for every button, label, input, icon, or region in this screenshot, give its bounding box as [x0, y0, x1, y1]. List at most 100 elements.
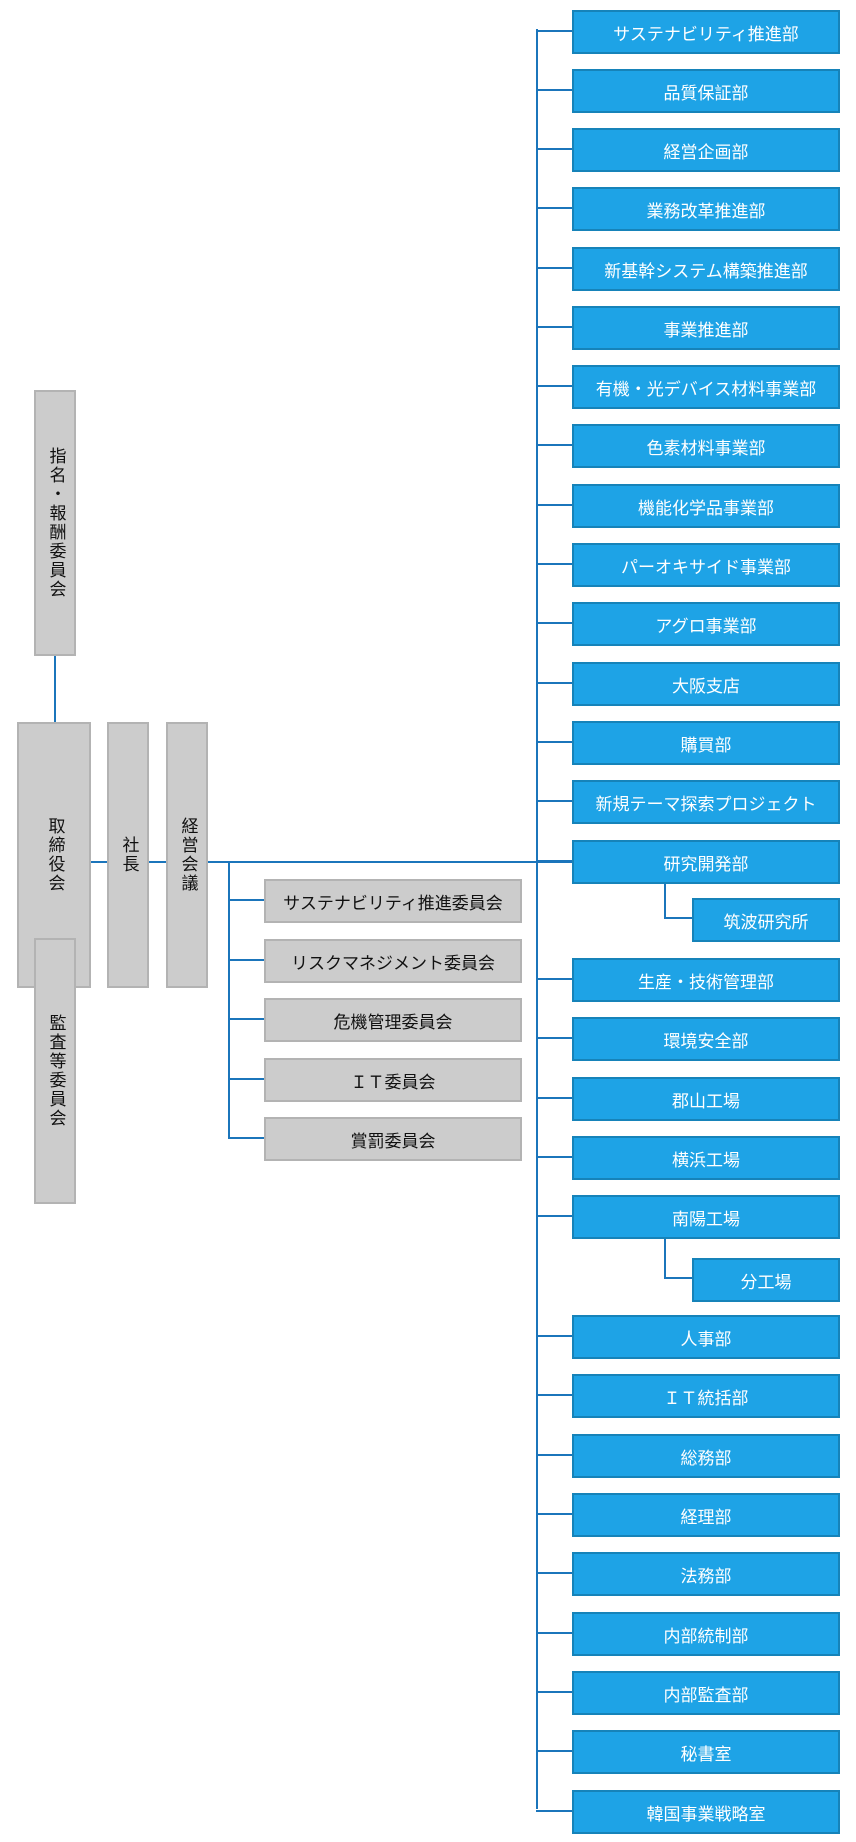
department-box: 有機・光デバイス材料事業部: [572, 365, 840, 409]
department-box: サステナビリティ推進部: [572, 10, 840, 54]
dept-trunk: [536, 29, 538, 1809]
committee-label: 賞罰委員会: [350, 1131, 436, 1152]
dept-connector: [536, 622, 572, 624]
department-box: 新基幹システム構築推進部: [572, 247, 840, 291]
department-label: 南陽工場: [672, 1209, 740, 1230]
research-sub-vertical: [664, 882, 666, 918]
dept-connector: [536, 504, 572, 506]
dept-connector: [536, 682, 572, 684]
president: 社長: [107, 722, 149, 988]
department-label: 経理部: [680, 1507, 732, 1528]
department-box: 経営企画部: [572, 128, 840, 172]
connector-board-president: [90, 861, 108, 863]
dept-connector: [536, 1513, 572, 1515]
committee-label: ＩＴ委員会: [350, 1072, 436, 1093]
department-label: 業務改革推進部: [646, 201, 766, 222]
dept-connector: [536, 1156, 572, 1158]
department-box: 人事部: [572, 1315, 840, 1359]
committee-connector: [228, 1137, 264, 1139]
department-label: 研究開発部: [663, 854, 749, 875]
department-box: 機能化学品事業部: [572, 484, 840, 528]
committee-connector: [228, 899, 264, 901]
department-box: 内部監査部: [572, 1671, 840, 1715]
dept-connector: [536, 563, 572, 565]
department-label: 経営企画部: [663, 142, 749, 163]
department-label: 色素材料事業部: [646, 438, 766, 459]
committee-trunk: [228, 862, 230, 1138]
department-label: 人事部: [680, 1329, 732, 1350]
department-box: 韓国事業戦略室: [572, 1790, 840, 1834]
department-label: 郡山工場: [672, 1091, 740, 1112]
dept-connector: [536, 741, 572, 743]
committee-connector: [228, 959, 264, 961]
dept-connector: [536, 1810, 572, 1812]
department-box: ＩＴ統括部: [572, 1374, 840, 1418]
dept-connector: [536, 444, 572, 446]
department-box: 内部統制部: [572, 1612, 840, 1656]
department-box: 購買部: [572, 721, 840, 765]
department-box: 大阪支店: [572, 662, 840, 706]
committee-box: 危機管理委員会: [264, 998, 522, 1042]
committee-label: リスクマネジメント委員会: [291, 953, 495, 974]
dept-connector: [536, 1215, 572, 1217]
department-box: 生産・技術管理部: [572, 958, 840, 1002]
dept-connector: [536, 860, 572, 862]
department-label: 韓国事業戦略室: [646, 1804, 766, 1825]
committee-box: サステナビリティ推進委員会: [264, 879, 522, 923]
department-label: 購買部: [680, 735, 732, 756]
department-box: 秘書室: [572, 1730, 840, 1774]
connector-nomination-board: [54, 656, 56, 722]
dept-connector: [536, 978, 572, 980]
dept-connector: [536, 1335, 572, 1337]
connector-president-council: [148, 861, 166, 863]
committee-label: 危機管理委員会: [333, 1012, 453, 1033]
department-box: 研究開発部: [572, 840, 840, 884]
dept-connector: [536, 1691, 572, 1693]
committee-connector: [228, 1078, 264, 1080]
department-box: 法務部: [572, 1552, 840, 1596]
dept-connector: [536, 30, 572, 32]
department-box: 経理部: [572, 1493, 840, 1537]
board-label: 取締役会: [44, 817, 65, 893]
plant-sub-horizontal: [664, 1277, 692, 1279]
department-box: 総務部: [572, 1434, 840, 1478]
department-box: 事業推進部: [572, 306, 840, 350]
department-label: 総務部: [680, 1448, 732, 1469]
department-label: 新基幹システム構築推進部: [604, 261, 808, 282]
dept-connector: [536, 1097, 572, 1099]
department-label: 機能化学品事業部: [638, 498, 774, 519]
dept-connector: [536, 326, 572, 328]
dept-connector: [536, 1454, 572, 1456]
committee-label: サステナビリティ推進委員会: [283, 893, 503, 914]
dept-connector: [536, 207, 572, 209]
department-label: 内部統制部: [663, 1626, 749, 1647]
department-label: 横浜工場: [672, 1150, 740, 1171]
department-label: 内部監査部: [663, 1685, 749, 1706]
department-box: 南陽工場: [572, 1195, 840, 1239]
department-label: 大阪支店: [672, 676, 740, 697]
department-label: 有機・光デバイス材料事業部: [595, 379, 817, 400]
plant-sub-vertical: [664, 1238, 666, 1278]
department-label: 環境安全部: [663, 1031, 749, 1052]
dept-connector: [536, 1037, 572, 1039]
department-label: アグロ事業部: [655, 616, 757, 637]
department-label: サステナビリティ推進部: [613, 24, 799, 45]
dept-connector: [536, 1394, 572, 1396]
audit-committee-label: 監査等委員会: [45, 1014, 66, 1128]
management-council-label: 経営会議: [177, 817, 198, 893]
department-label: パーオキサイド事業部: [621, 557, 791, 578]
committee-connector: [228, 1018, 264, 1020]
connector-council-trunk: [208, 861, 572, 863]
department-box: 業務改革推進部: [572, 187, 840, 231]
dept-connector: [536, 267, 572, 269]
tsukuba-research-lab: 筑波研究所: [692, 898, 840, 942]
management-council: 経営会議: [166, 722, 208, 988]
department-label: 法務部: [680, 1566, 732, 1587]
committee-box: ＩＴ委員会: [264, 1058, 522, 1102]
department-label: 新規テーマ探索プロジェクト: [595, 794, 817, 815]
department-box: パーオキサイド事業部: [572, 543, 840, 587]
dept-connector: [536, 1632, 572, 1634]
research-sub-horizontal: [664, 917, 692, 919]
branch-plant-label: 分工場: [740, 1272, 792, 1293]
